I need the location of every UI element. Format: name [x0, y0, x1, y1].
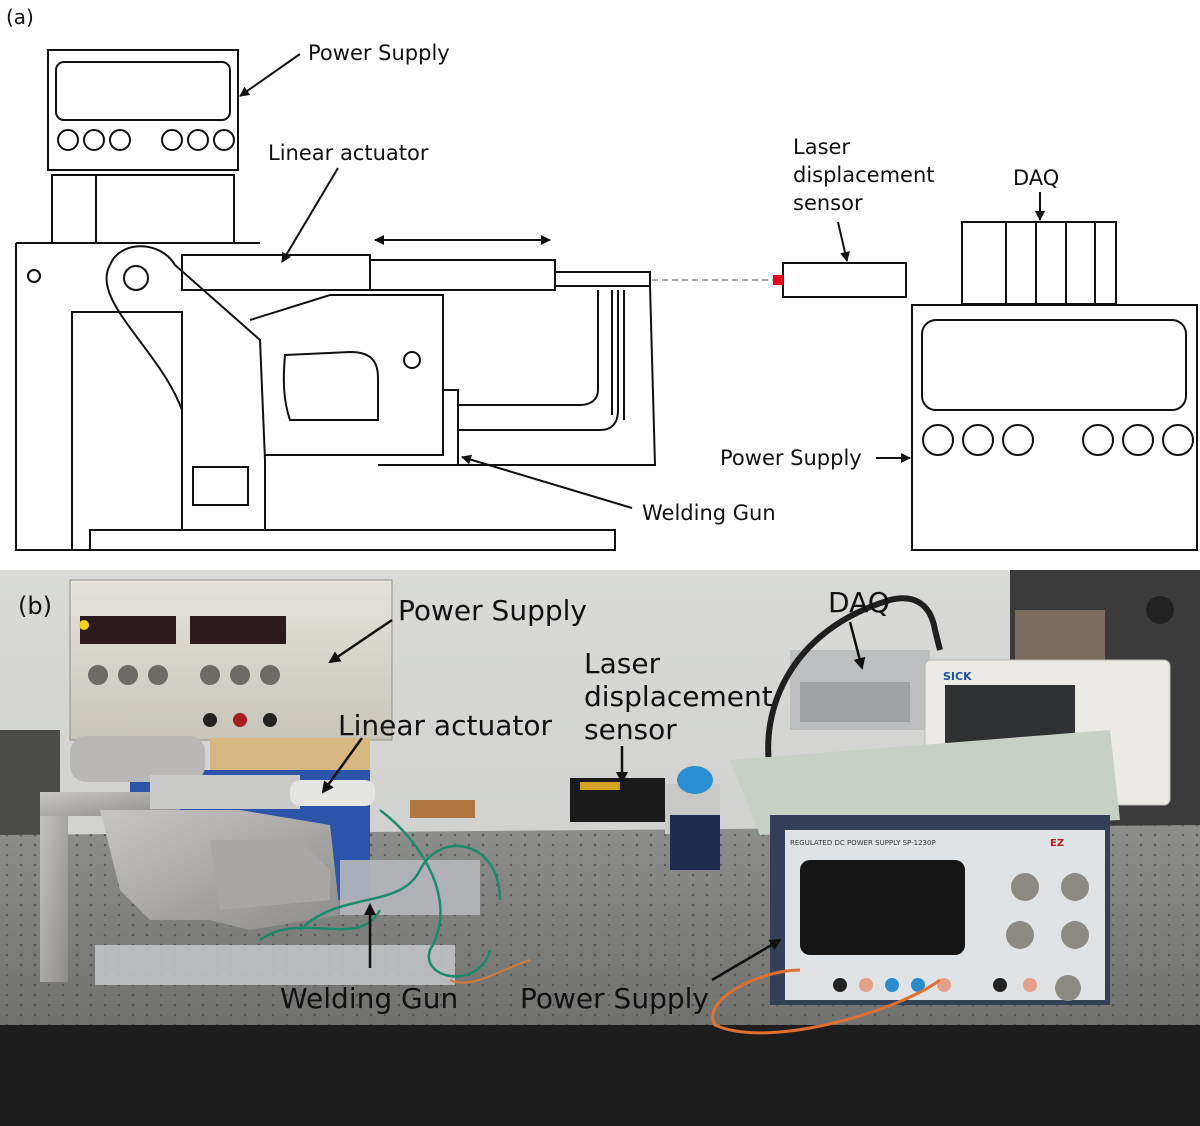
- label-b-daq: DAQ: [828, 586, 890, 619]
- photo-panel: SICK REGULATED DC POWER SUPPLY SP-1230P …: [0, 570, 1200, 1126]
- label-b-laser-line3: sensor: [584, 713, 677, 746]
- welding-gun-rig-photo: [40, 736, 531, 985]
- arrow-power-supply-left: [328, 618, 393, 664]
- sick-logo: SICK: [943, 670, 972, 683]
- arrow-power-supply-right-b: [711, 938, 782, 982]
- label-laser-line1: Laser: [793, 135, 850, 159]
- label-power-supply-top: Power Supply: [308, 41, 450, 65]
- laser-sensor-drawing: [782, 262, 907, 298]
- arrow-linear-actuator-b: [321, 737, 364, 794]
- arrow-welding-gun: [461, 454, 633, 509]
- ez-logo: EZ: [1050, 838, 1064, 849]
- panel-b-tag: (b): [18, 592, 52, 620]
- right-ps-panel-text: REGULATED DC POWER SUPPLY SP-1230P: [790, 839, 936, 847]
- orange-cable: [711, 968, 941, 1035]
- schematic-panel: (a): [6, 5, 1198, 551]
- arrow-linear-actuator: [281, 167, 339, 263]
- label-b-laser-line2: displacement: [584, 680, 773, 713]
- welding-gun-frame-drawing: [15, 174, 657, 551]
- label-b-laser-line1: Laser: [584, 647, 661, 680]
- arrow-laser-sensor: [837, 221, 850, 262]
- label-linear-actuator: Linear actuator: [268, 141, 429, 165]
- label-laser-line3: sensor: [793, 191, 863, 215]
- daq-drawing: [961, 221, 1117, 305]
- power-supply-top-drawing: [47, 49, 239, 171]
- laser-emitter-dot: [773, 275, 783, 285]
- arrow-power-supply-top: [239, 53, 301, 97]
- label-b-linear-actuator: Linear actuator: [338, 709, 552, 742]
- power-supply-right-drawing: [911, 304, 1198, 551]
- arrow-daq-b: [848, 621, 866, 670]
- label-laser-line2: displacement: [793, 163, 935, 187]
- label-welding-gun: Welding Gun: [642, 501, 776, 525]
- laser-sensor-photo: [570, 766, 720, 870]
- label-power-supply-right: Power Supply: [720, 446, 862, 470]
- label-b-power-supply-right: Power Supply: [520, 982, 709, 1015]
- label-b-power-supply-left: Power Supply: [398, 594, 587, 627]
- label-daq: DAQ: [1013, 166, 1059, 190]
- power-supply-right-photo: REGULATED DC POWER SUPPLY SP-1230P EZ: [730, 730, 1120, 1005]
- label-b-welding-gun: Welding Gun: [280, 982, 458, 1015]
- panel-a-tag: (a): [6, 5, 34, 29]
